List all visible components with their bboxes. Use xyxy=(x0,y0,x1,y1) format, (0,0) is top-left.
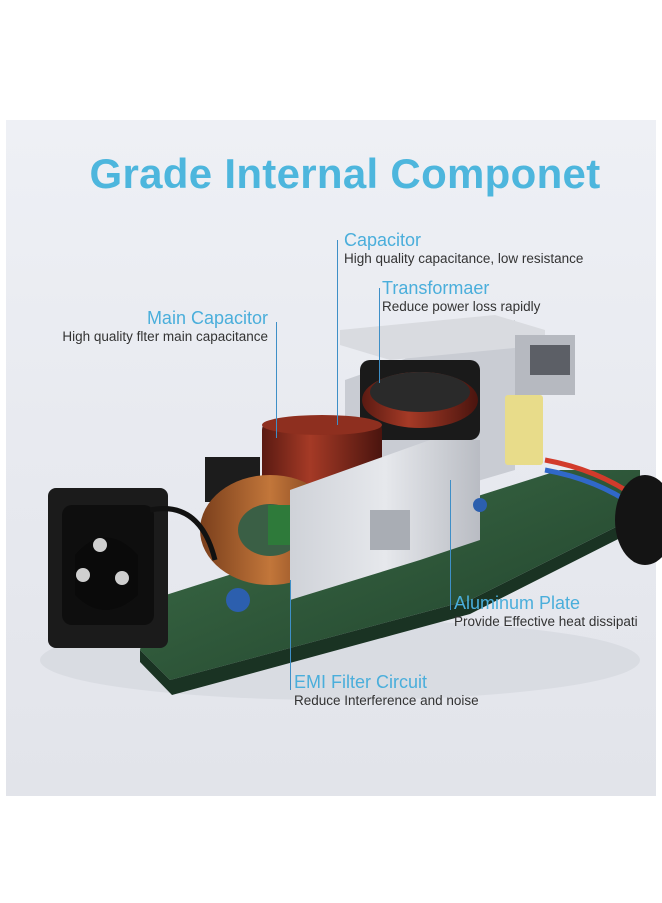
callout-aluminum-plate-desc: Provide Effective heat dissipati xyxy=(454,614,638,629)
callout-transformer-name: Transformaer xyxy=(382,278,490,298)
callout-capacitor: Capacitor High quality capacitance, low … xyxy=(344,230,583,268)
output-cable xyxy=(615,475,662,565)
aluminum-plate-top xyxy=(340,315,545,360)
callout-emi-filter: EMI Filter Circuit Reduce Interference a… xyxy=(294,672,479,710)
page-title: Grade Internal Componet xyxy=(89,150,601,197)
callout-capacitor-desc: High quality capacitance, low resistance xyxy=(344,251,584,266)
leader-line-transformer xyxy=(379,288,380,383)
callout-aluminum-plate: Aluminum Plate Provide Effective heat di… xyxy=(454,593,638,631)
leader-line-aluminum-plate xyxy=(450,480,451,610)
blue-capacitor xyxy=(226,588,250,612)
leader-line-capacitor xyxy=(337,240,338,425)
callout-main-capacitor: Main Capacitor High quality flter main c… xyxy=(36,308,268,346)
callout-emi-filter-desc: Reduce Interference and noise xyxy=(294,693,479,708)
callout-emi-filter-name: EMI Filter Circuit xyxy=(294,672,428,692)
callout-capacitor-name: Capacitor xyxy=(344,230,422,250)
callout-main-capacitor-name: Main Capacitor xyxy=(146,308,268,328)
pcb-board xyxy=(140,470,640,680)
callout-main-capacitor-desc: High quality flter main capacitance xyxy=(62,329,268,344)
callout-transformer-desc: Reduce power loss rapidly xyxy=(382,299,541,314)
pcb-edge xyxy=(140,515,640,695)
yellow-capacitor xyxy=(505,395,543,465)
callout-transformer: Transformaer Reduce power loss rapidly xyxy=(382,278,540,316)
callout-aluminum-plate-name: Aluminum Plate xyxy=(454,593,581,613)
leader-line-emi-filter xyxy=(290,580,291,690)
leader-line-main-capacitor xyxy=(276,322,277,438)
